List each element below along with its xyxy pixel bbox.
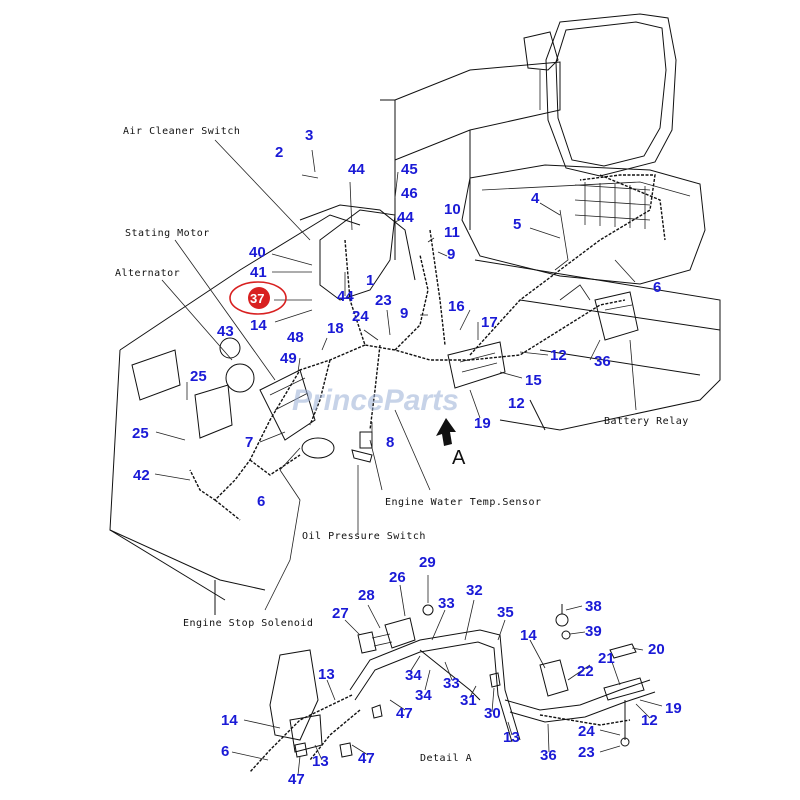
callout[interactable]: 2 xyxy=(275,144,283,161)
callout[interactable]: 8 xyxy=(386,434,394,451)
callout[interactable]: 12 xyxy=(550,347,567,364)
callout[interactable]: 23 xyxy=(375,292,392,309)
callout[interactable]: 30 xyxy=(484,705,501,722)
callout[interactable]: 5 xyxy=(513,216,521,233)
callout[interactable]: 33 xyxy=(438,595,455,612)
callout[interactable]: 26 xyxy=(389,569,406,586)
callout[interactable]: 24 xyxy=(578,723,595,740)
callout[interactable]: 23 xyxy=(578,744,595,761)
battery-cells xyxy=(574,182,651,229)
highlight-number: 37 xyxy=(250,291,264,306)
callout[interactable]: 48 xyxy=(287,329,304,346)
callout[interactable]: 14 xyxy=(221,712,238,729)
callout[interactable]: 14 xyxy=(250,317,267,334)
view-a-label: A xyxy=(452,447,466,469)
callout[interactable]: 38 xyxy=(585,598,602,615)
label-detail-a: Detail A xyxy=(420,753,472,764)
callout[interactable]: 34 xyxy=(415,687,432,704)
machine-drawing xyxy=(109,13,721,615)
leader-lines xyxy=(154,139,637,611)
callout[interactable]: 21 xyxy=(598,650,615,667)
callout[interactable]: 32 xyxy=(466,582,483,599)
label-engine-water-temp-sensor: Engine Water Temp.Sensor xyxy=(385,497,542,508)
callout[interactable]: 10 xyxy=(444,201,461,218)
callout[interactable]: 40 xyxy=(249,244,266,261)
callout[interactable]: 20 xyxy=(648,641,665,658)
label-air-cleaner-switch: Air Cleaner Switch xyxy=(123,126,240,137)
callout[interactable]: 44 xyxy=(337,288,354,305)
callout[interactable]: 18 xyxy=(327,320,344,337)
callout[interactable]: 47 xyxy=(396,705,413,722)
callout[interactable]: 4 xyxy=(531,190,540,207)
callout-numbers: 3 2 44 45 46 44 10 11 9 4 5 6 40 41 1 44… xyxy=(132,127,682,788)
highlight-ring xyxy=(229,281,287,315)
callout[interactable]: 25 xyxy=(132,425,149,442)
detail-a-drawing xyxy=(249,604,656,773)
callout[interactable]: 22 xyxy=(577,663,594,680)
callout[interactable]: 34 xyxy=(405,667,422,684)
callout[interactable]: 36 xyxy=(594,353,611,370)
callout[interactable]: 44 xyxy=(348,161,365,178)
callout[interactable]: 31 xyxy=(460,692,477,709)
detail-leader-lines xyxy=(231,575,663,776)
callout[interactable]: 9 xyxy=(400,305,408,322)
view-arrow-icon xyxy=(436,418,456,446)
callout[interactable]: 49 xyxy=(280,350,297,367)
callout[interactable]: 24 xyxy=(352,308,369,325)
wiring-harness xyxy=(189,174,666,521)
callout[interactable]: 25 xyxy=(190,368,207,385)
label-alternator: Alternator xyxy=(115,268,180,279)
callout[interactable]: 47 xyxy=(358,750,375,767)
callout[interactable]: 35 xyxy=(497,604,514,621)
callout[interactable]: 17 xyxy=(481,314,498,331)
callout[interactable]: 13 xyxy=(318,666,335,683)
callout[interactable]: 15 xyxy=(525,372,542,389)
callout[interactable]: 6 xyxy=(257,493,265,510)
callout[interactable]: 36 xyxy=(540,747,557,764)
callout[interactable]: 27 xyxy=(332,605,349,622)
callout[interactable]: 33 xyxy=(443,675,460,692)
highlight-dot xyxy=(248,287,270,309)
callout[interactable]: 39 xyxy=(585,623,602,640)
callout[interactable]: 43 xyxy=(217,323,234,340)
callout[interactable]: 46 xyxy=(401,185,418,202)
callout[interactable]: 19 xyxy=(474,415,491,432)
callout[interactable]: 6 xyxy=(221,743,229,760)
highlight-callout-37[interactable]: 37 xyxy=(229,281,287,315)
callout[interactable]: 19 xyxy=(665,700,682,717)
watermark: PrinceParts xyxy=(292,384,459,417)
callout[interactable]: 44 xyxy=(397,209,414,226)
callout[interactable]: 9 xyxy=(447,246,455,263)
callout[interactable]: 6 xyxy=(653,279,661,296)
callout[interactable]: 7 xyxy=(245,434,253,451)
callout[interactable]: 3 xyxy=(305,127,313,144)
label-starting-motor: Stating Motor xyxy=(125,228,210,239)
label-oil-pressure-switch: Oil Pressure Switch xyxy=(302,531,426,542)
callout[interactable]: 45 xyxy=(401,161,418,178)
callout[interactable]: 12 xyxy=(641,712,658,729)
callout[interactable]: 13 xyxy=(503,729,520,746)
callout[interactable]: 13 xyxy=(312,753,329,770)
callout[interactable]: 41 xyxy=(250,264,267,281)
callout[interactable]: 12 xyxy=(508,395,525,412)
callout[interactable]: 42 xyxy=(133,467,150,484)
callout[interactable]: 28 xyxy=(358,587,375,604)
callout[interactable]: 11 xyxy=(444,224,460,241)
callout[interactable]: 14 xyxy=(520,627,537,644)
callout[interactable]: 16 xyxy=(448,298,465,315)
label-battery-relay: Battery Relay xyxy=(604,416,689,427)
callout[interactable]: 29 xyxy=(419,554,436,571)
callout[interactable]: 1 xyxy=(366,272,374,289)
callout[interactable]: 47 xyxy=(288,771,305,788)
label-engine-stop-solenoid: Engine Stop Solenoid xyxy=(183,618,313,629)
